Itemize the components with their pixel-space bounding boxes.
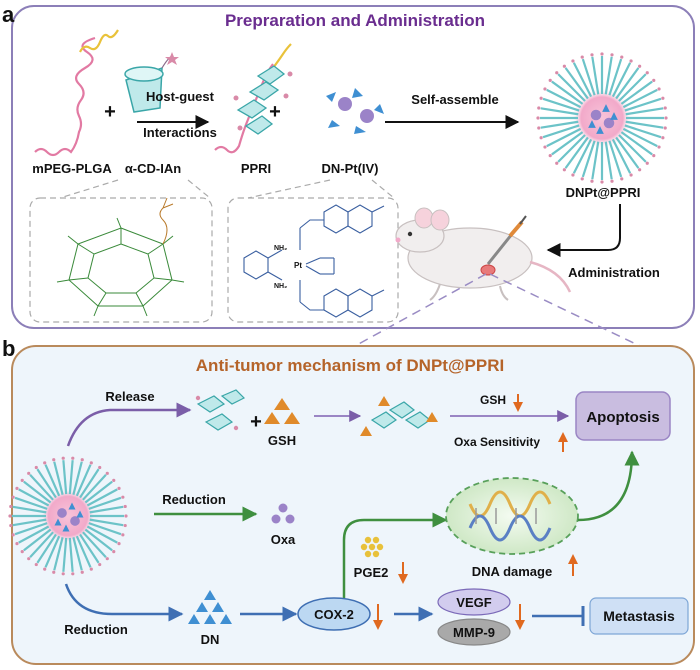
mmp9-label: MMP-9: [453, 625, 495, 640]
dna-damage-ellipse: [445, 477, 579, 555]
apoptosis-label: Apoptosis: [586, 409, 659, 426]
dna-helix-icon: [468, 490, 552, 542]
panel-b-border: [11, 345, 695, 665]
dnpt-ppri-nanoparticle-b-icon: [8, 456, 128, 576]
mmp9-ellipse: [437, 618, 511, 646]
panel-b: b Anti-tumor mechanism of DNPt@PPRI Rele…: [2, 336, 695, 665]
panel-b-title: Anti-tumor mechanism of DNPt@PPRI: [196, 356, 504, 375]
nh2-top-label: NH₂: [274, 245, 287, 252]
plus-sign-1: +: [104, 101, 116, 123]
metastasis-label: Metastasis: [603, 608, 675, 624]
pge2-label: PGE2: [354, 565, 389, 580]
cox2-dna-arrow: [342, 512, 448, 598]
alpha-cd-label: α-CD-IAn: [125, 161, 181, 176]
administration-arrow: [546, 204, 621, 257]
dn-pt-cluster-icon: [326, 88, 384, 134]
dnpt-ppri-nanoparticle-icon: [536, 52, 668, 184]
gsh-label: GSH: [268, 433, 296, 448]
mpeg-plga-label: mPEG-PLGA: [32, 161, 112, 176]
gsh-bound-cd-icon: [360, 396, 438, 436]
ppri-label: PPRI: [241, 161, 271, 176]
nh2-bottom-label: NH₂: [274, 283, 287, 290]
host-guest-label-1: Host-guest: [146, 89, 215, 104]
dnpt-ppri-label: DNPt@PPRI: [566, 185, 641, 200]
dna-apoptosis-arrow: [577, 450, 640, 522]
self-assemble-label: Self-assemble: [411, 92, 498, 107]
host-guest-label-2: Interactions: [143, 125, 217, 140]
vegf-ellipse: [437, 588, 511, 616]
alpha-cd-structure-icon: [56, 197, 185, 317]
dna-damage-label: DNA damage: [472, 564, 552, 579]
ppri-icon: [214, 43, 293, 154]
cox2-ellipse: [297, 597, 371, 631]
gsh-top-label: GSH: [480, 393, 506, 407]
panel-b-letter: b: [2, 336, 15, 361]
alpha-cd-structure-box: [29, 197, 213, 323]
metastasis-box: [589, 597, 689, 635]
oxa-dots-icon: [271, 503, 295, 524]
release-arrow: [66, 402, 192, 447]
dn-pt-structure-box: [227, 197, 399, 323]
zoom-lines: [59, 179, 395, 199]
panel-a: a Prepraration and Administration + Host…: [2, 2, 695, 329]
released-cd-icons: [195, 389, 246, 431]
oxa-label: Oxa: [271, 532, 296, 547]
reduction-mid-label: Reduction: [162, 492, 226, 507]
reduction-bottom-label: Reduction: [64, 622, 128, 637]
dn-pt-label: DN-Pt(IV): [321, 161, 378, 176]
pt-atom-label: Pt: [294, 261, 302, 270]
cox2-label: COX-2: [314, 607, 354, 622]
gsh-triangles-icon: [264, 398, 300, 424]
release-label: Release: [105, 389, 154, 404]
dn-label: DN: [201, 632, 220, 647]
vegf-label: VEGF: [456, 595, 491, 610]
oxa-sensitivity-label: Oxa Sensitivity: [454, 435, 540, 449]
mouse-icon: [395, 207, 572, 301]
panel-a-title: Prepraration and Administration: [225, 11, 485, 30]
panel-a-letter: a: [2, 2, 15, 27]
reduction-dn-arrow: [64, 583, 184, 622]
apoptosis-box: [575, 391, 671, 441]
administration-label: Administration: [568, 265, 660, 280]
pge2-dots-icon: [360, 536, 384, 558]
tumor-zoom-lines: [354, 273, 641, 347]
alpha-cd-cone-icon: [124, 52, 179, 113]
dn-pt-structure-icon: [243, 204, 385, 318]
mpeg-plga-polymer-icon: [34, 29, 119, 157]
dn-triangles-icon: [188, 590, 232, 624]
plus-sign-2: +: [269, 101, 281, 123]
plus-sign-3: +: [250, 411, 262, 433]
